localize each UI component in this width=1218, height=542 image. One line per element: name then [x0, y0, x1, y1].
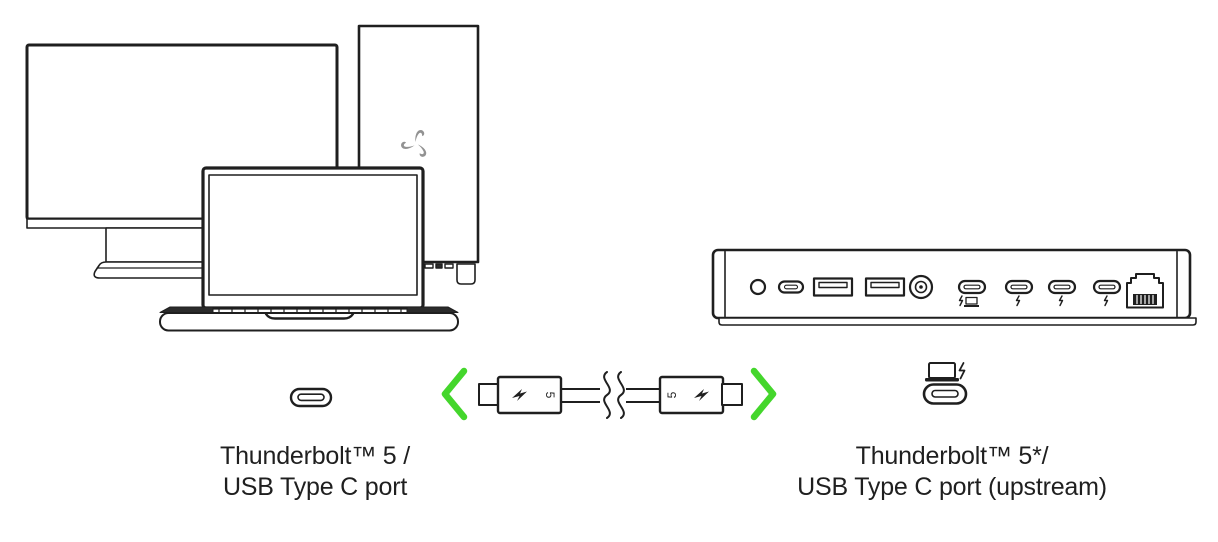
- laptop-deck-right: [406, 306, 459, 313]
- laptop-deck-left: [159, 306, 214, 313]
- ethernet-port: [1126, 273, 1164, 309]
- dock-base-lip: [718, 317, 1197, 326]
- thunderbolt-5-cable-icon: 5 5: [478, 371, 743, 419]
- usb-c-port-icon: [289, 387, 333, 408]
- dock-rear-illustration: [711, 248, 1197, 326]
- laptop-keyboard-hint: [212, 307, 408, 313]
- usb-a-port: [812, 277, 854, 297]
- laptop-illustration: [159, 166, 459, 332]
- thunderbolt-upstream-port: [957, 279, 987, 307]
- chevron-left-icon: [441, 367, 468, 421]
- monitor-illustration: [25, 43, 339, 279]
- tower-port-strip: [424, 263, 454, 269]
- laptop-glyph: [928, 362, 956, 379]
- right-port-label-line1: Thunderbolt™ 5*/: [855, 442, 1049, 470]
- usb-a-port: [864, 277, 906, 297]
- audio-jack-port: [749, 278, 767, 296]
- right-port-label: Thunderbolt™ 5*/ USB Type C port (upstre…: [768, 441, 1136, 503]
- laptop-bolt-over-usb-c-port-icon: [922, 362, 968, 405]
- left-port-label: Thunderbolt™ 5 / USB Type C port: [160, 441, 470, 503]
- usb-c-port: [777, 280, 805, 294]
- left-port-label-line1: Thunderbolt™ 5 /: [220, 442, 410, 470]
- tower-foot: [456, 263, 476, 285]
- chevron-right-icon: [750, 367, 777, 421]
- power-input-port: [908, 274, 934, 300]
- cable-label-left: 5: [543, 392, 557, 399]
- right-port-label-line2: USB Type C port (upstream): [797, 473, 1107, 501]
- bolt-glyph: [958, 362, 966, 380]
- left-port-label-line2: USB Type C port: [222, 473, 408, 501]
- cable-label-right: 5: [665, 391, 679, 398]
- laptop-front-notch: [264, 312, 355, 320]
- laptop-base: [159, 312, 459, 332]
